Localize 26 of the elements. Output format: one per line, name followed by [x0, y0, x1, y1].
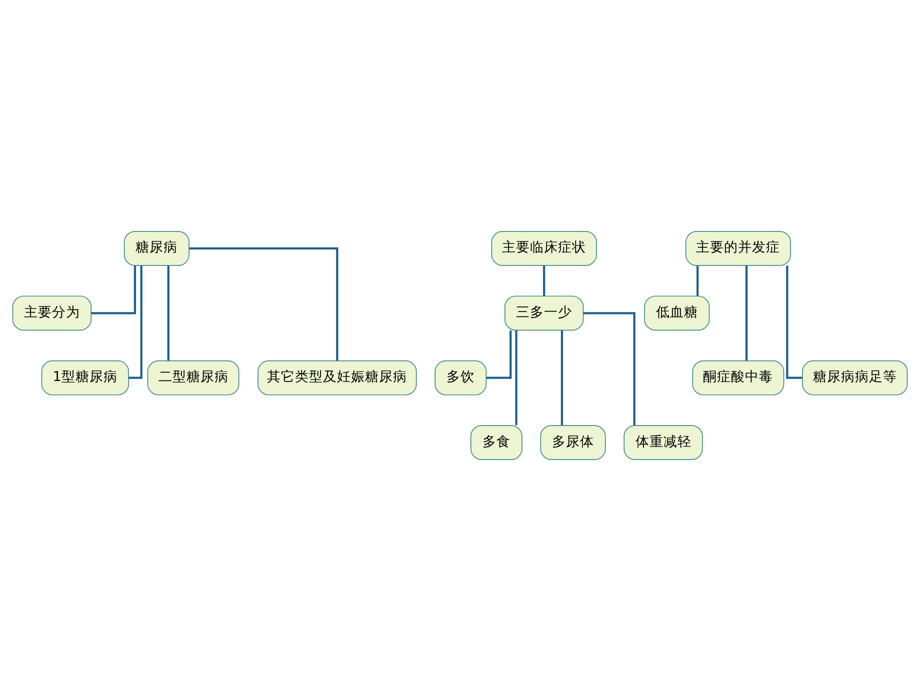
- connector: [189, 246, 338, 360]
- connector: [543, 265, 546, 296]
- node-box: 多饮: [434, 360, 487, 395]
- node-box: 二型糖尿病: [147, 360, 240, 395]
- node-box: 多尿体: [540, 424, 606, 460]
- connector: [91, 265, 136, 314]
- node-box: 其它类型及妊娠糖尿病: [258, 360, 417, 395]
- connector: [583, 312, 636, 425]
- node-box: 低血糖: [644, 295, 710, 330]
- connector: [560, 330, 564, 425]
- connector: [696, 265, 699, 296]
- node-box: 酮症酸中毒: [692, 360, 784, 395]
- node-box: 多食: [470, 424, 522, 460]
- node-box: 糖尿病: [124, 230, 190, 266]
- node-box: 主要分为: [12, 295, 92, 330]
- node-box: 三多一少: [504, 295, 584, 330]
- connector: [167, 265, 170, 360]
- connector: [515, 330, 518, 425]
- node-box: 糖尿病病足等: [802, 360, 908, 395]
- node-box: 1型糖尿病: [41, 360, 129, 395]
- connector: [486, 330, 512, 378]
- node-box: 主要临床症状: [491, 230, 597, 266]
- connector: [128, 265, 142, 378]
- node-box: 体重减轻: [624, 424, 703, 460]
- node-box: 主要的并发症: [685, 230, 791, 266]
- connector: [745, 265, 748, 360]
